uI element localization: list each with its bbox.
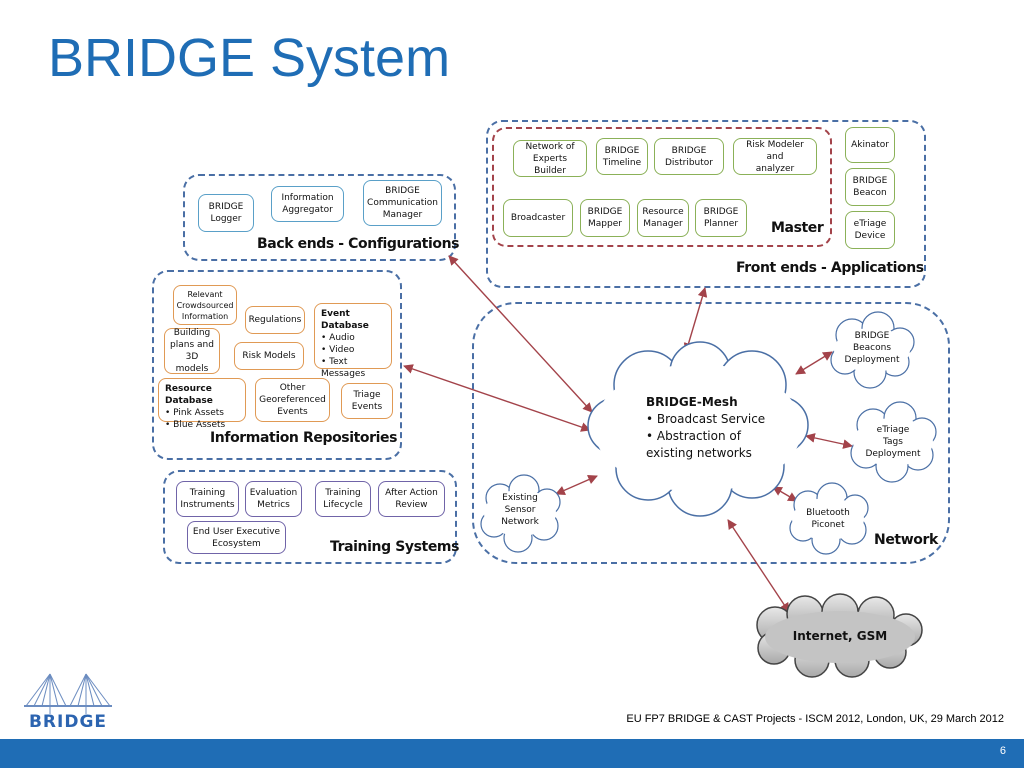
event-database-item: Video: [321, 344, 385, 356]
slide-title: BRIDGE System: [48, 28, 451, 88]
back-ends-group: [183, 174, 456, 261]
training-instruments-box: Training Instruments: [176, 481, 239, 517]
slide-footer: EU FP7 BRIDGE & CAST Projects - ISCM 201…: [626, 713, 1004, 725]
broadcaster-box: Broadcaster: [503, 199, 573, 237]
arrow-mesh-beacons: [795, 351, 833, 375]
training-title: Training Systems: [330, 539, 460, 555]
sensor-network-label: Existing Sensor Network: [501, 493, 539, 527]
bridge-mesh-text: BRIDGE-Mesh Broadcast Service Abstractio…: [646, 394, 786, 462]
arrow-mesh-etriage: [805, 433, 853, 449]
bridge-distributor-box: BRIDGE Distributor: [654, 138, 724, 175]
executive-ecosystem-box: End User Executive Ecosystem: [187, 521, 286, 554]
training-group: [163, 470, 457, 564]
master-group: [492, 127, 832, 247]
bluetooth-cloud-fill: [792, 498, 864, 540]
information-aggregator-box: Information Aggregator: [271, 186, 344, 222]
beacons-cloud-fill: [834, 328, 910, 372]
bridge-logo: BRIDGE: [22, 670, 114, 736]
bottom-bar: 6: [0, 739, 1024, 768]
georeferenced-events-box: Other Georeferenced Events: [255, 378, 330, 422]
connection-arrows: [403, 255, 853, 613]
beacons-deployment-label: BRIDGE Beacons Deployment: [844, 331, 900, 365]
crowdsourced-info-box: Relevant Crowdsourced Information: [173, 285, 237, 325]
mesh-item: Broadcast Service: [646, 411, 786, 428]
bridge-logo-text: BRIDGE: [28, 712, 108, 732]
repositories-group: [152, 270, 402, 460]
resource-manager-box: Resource Manager: [637, 199, 689, 237]
training-lifecycle-box: Training Lifecycle: [315, 481, 371, 517]
evaluation-metrics-box: Evaluation Metrics: [245, 481, 302, 517]
resource-database-item: Pink Assets: [165, 407, 239, 419]
event-database-title: Event Database: [321, 309, 369, 331]
etriage-tags-label: eTriage Tags Deployment: [865, 425, 921, 459]
event-database-item: Audio: [321, 332, 385, 344]
etriage-cloud-fill: [853, 418, 933, 466]
resource-database-title: Resource Database: [165, 384, 213, 406]
network-of-experts-builder-box: Network of Experts Builder: [513, 140, 587, 177]
bridge-logo-icon: [24, 673, 112, 714]
bridge-timeline-box: BRIDGE Timeline: [596, 138, 648, 175]
sensor-cloud-fill: [484, 490, 556, 536]
risk-models-box: Risk Models: [234, 342, 304, 370]
arrow-repositories-mesh: [403, 364, 591, 432]
event-database-item: Text Messages: [321, 356, 385, 380]
after-action-review-box: After Action Review: [378, 481, 445, 517]
arrow-mesh-sensor: [555, 475, 598, 495]
internet-gsm-label: Internet, GSM: [792, 629, 888, 643]
bridge-mesh-title: BRIDGE-Mesh: [646, 395, 738, 409]
network-title: Network: [874, 532, 938, 548]
network-group: [472, 302, 950, 564]
mesh-item: Abstraction of existing networks: [646, 428, 786, 462]
bridge-logger-box: BRIDGE Logger: [198, 194, 254, 232]
front-ends-title: Front ends - Applications: [736, 260, 924, 276]
akinator-box: Akinator: [845, 127, 895, 163]
internet-cloud-fill: [765, 611, 915, 663]
communication-manager-box: BRIDGE Communication Manager: [363, 180, 442, 226]
master-title: Master: [771, 220, 824, 236]
bluetooth-piconet-label: Bluetooth Piconet: [806, 508, 850, 530]
bridge-beacon-box: BRIDGE Beacon: [845, 168, 895, 206]
repositories-title: Information Repositories: [210, 430, 398, 446]
resource-database-item: Blue Assets: [165, 419, 239, 431]
triage-events-box: Triage Events: [341, 383, 393, 419]
etriage-device-box: eTriage Device: [845, 211, 895, 249]
event-database-box: Event Database Audio Video Text Messages: [314, 303, 392, 379]
back-ends-title: Back ends - Configurations: [257, 236, 460, 252]
bridge-planner-box: BRIDGE Planner: [695, 199, 747, 237]
building-plans-box: Building plans and 3D models: [164, 328, 220, 374]
resource-database-box: Resource Database Pink Assets Blue Asset…: [158, 378, 246, 430]
page-number: 6: [999, 745, 1006, 757]
regulations-box: Regulations: [245, 306, 305, 334]
front-ends-group: [486, 120, 926, 288]
arrow-mesh-internet: [727, 519, 790, 613]
arrow-frontends-mesh: [683, 287, 708, 353]
bridge-mapper-box: BRIDGE Mapper: [580, 199, 630, 237]
arrow-mesh-bluetooth: [772, 486, 798, 502]
risk-modeler-box: Risk Modeler and analyzer: [733, 138, 817, 175]
